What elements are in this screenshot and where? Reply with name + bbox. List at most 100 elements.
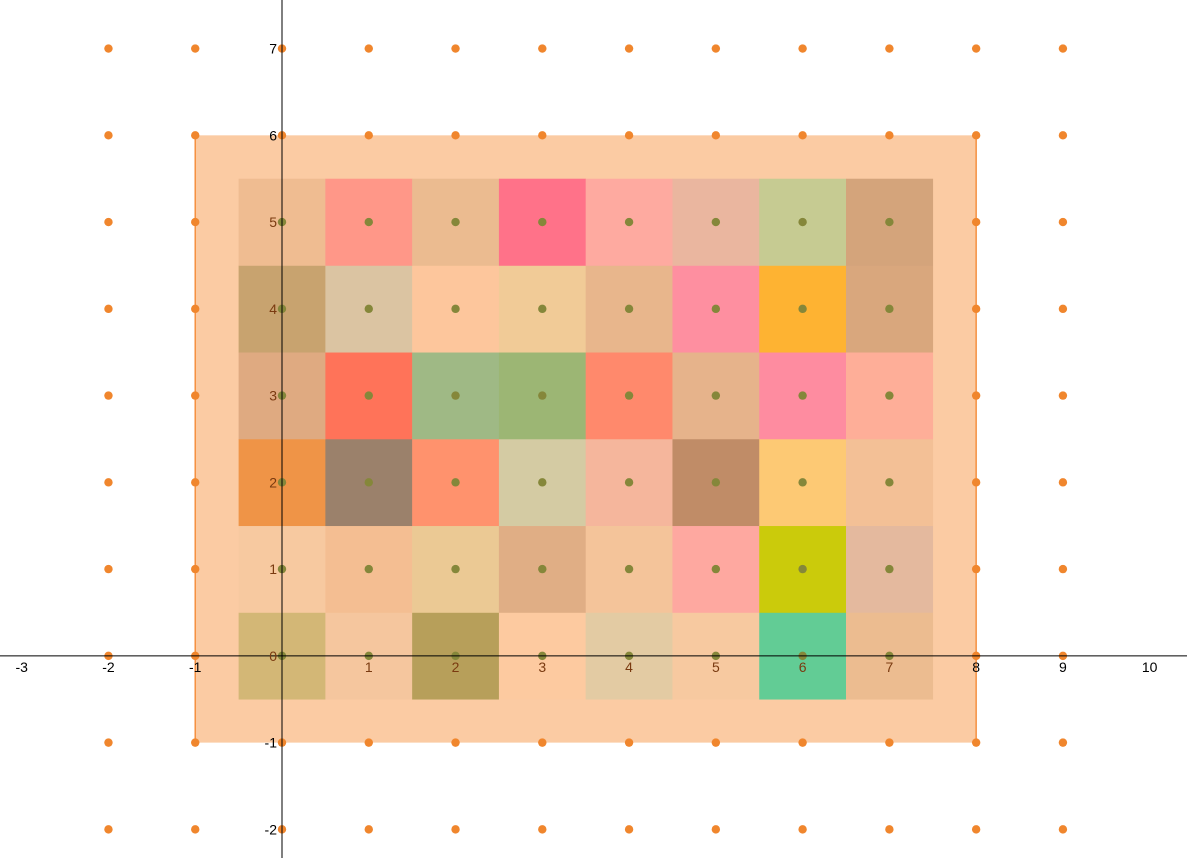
grid-point	[1058, 738, 1068, 747]
grid-point	[624, 825, 634, 834]
inner-point	[711, 478, 721, 487]
inner-point	[364, 564, 373, 574]
inner-point	[364, 217, 373, 227]
grid-point	[104, 738, 113, 747]
grid-point	[971, 391, 981, 400]
grid-point	[364, 131, 373, 140]
x-tick-label: 8	[972, 659, 980, 675]
x-tick-label: 10	[1142, 659, 1158, 675]
inner-point	[624, 391, 634, 400]
y-tick-label: 1	[269, 561, 277, 577]
inner-point	[885, 478, 894, 487]
grid-point	[624, 738, 634, 747]
x-tick-label: 6	[799, 659, 807, 675]
inner-point	[364, 391, 373, 400]
y-tick-label: 7	[269, 41, 277, 57]
grid-point	[1058, 564, 1068, 574]
grid-point	[1058, 304, 1068, 314]
y-tick-label: 3	[269, 388, 277, 404]
grid-point	[885, 44, 894, 53]
grid-point	[364, 44, 373, 53]
inner-point	[885, 564, 894, 574]
inner-point	[451, 391, 460, 400]
grid-point	[885, 738, 894, 747]
inner-point	[451, 304, 460, 314]
grid-point	[191, 825, 200, 834]
grid-point	[104, 391, 113, 400]
y-tick-label: -2	[265, 821, 278, 837]
x-tick-label: -1	[189, 659, 202, 675]
x-tick-label: 4	[625, 659, 633, 675]
grid-point	[104, 478, 113, 487]
grid-point	[798, 738, 807, 747]
inner-point	[451, 478, 460, 487]
grid-point	[451, 738, 460, 747]
grid-point	[971, 217, 981, 227]
grid-point	[191, 738, 200, 747]
inner-point	[885, 217, 894, 227]
inner-point	[451, 564, 460, 574]
grid-point	[1058, 217, 1068, 227]
inner-point	[624, 304, 634, 314]
inner-point	[885, 391, 894, 400]
y-tick-label: 2	[269, 474, 277, 490]
inner-point	[711, 304, 721, 314]
grid-point	[971, 564, 981, 574]
x-tick-label: -2	[102, 659, 115, 675]
grid-point	[364, 825, 373, 834]
inner-point	[798, 391, 807, 400]
grid-point	[538, 738, 547, 747]
grid-point	[104, 304, 113, 314]
grid-point	[1058, 478, 1068, 487]
grid-point	[711, 825, 721, 834]
inner-point	[885, 304, 894, 314]
inner-point	[798, 478, 807, 487]
grid-point	[104, 217, 113, 227]
x-tick-label: 2	[452, 659, 460, 675]
inner-point	[798, 304, 807, 314]
inner-point	[711, 564, 721, 574]
grid-point	[104, 825, 113, 834]
grid-point	[191, 217, 200, 227]
grid-point	[104, 564, 113, 574]
grid-point	[364, 738, 373, 747]
grid-point	[624, 44, 634, 53]
inner-point	[711, 391, 721, 400]
y-tick-label: 6	[269, 127, 277, 143]
x-tick-label: 5	[712, 659, 720, 675]
inner-point	[538, 391, 547, 400]
grid-point	[538, 44, 547, 53]
x-tick-label: 7	[885, 659, 893, 675]
y-tick-label: 4	[269, 301, 277, 317]
grid-point	[798, 131, 807, 140]
grid-point	[191, 131, 200, 140]
y-tick-label: 5	[269, 214, 277, 230]
inner-point	[624, 217, 634, 227]
grid-point	[451, 44, 460, 53]
grid-point	[711, 44, 721, 53]
y-tick-label: 0	[269, 648, 277, 664]
grid-point	[885, 131, 894, 140]
grid-point	[1058, 44, 1068, 53]
grid-point	[104, 131, 113, 140]
grid-point	[191, 304, 200, 314]
inner-point	[798, 217, 807, 227]
inner-point	[624, 564, 634, 574]
grid-point	[1058, 391, 1068, 400]
grid-point	[191, 478, 200, 487]
grid-point	[971, 825, 981, 834]
grid-point	[971, 44, 981, 53]
grid-point	[191, 391, 200, 400]
grid-point	[624, 131, 634, 140]
inner-point	[711, 217, 721, 227]
grid-point	[538, 131, 547, 140]
inner-point	[451, 217, 460, 227]
grid-point	[798, 44, 807, 53]
grid-point	[451, 825, 460, 834]
grid-point	[798, 825, 807, 834]
x-tick-label: -3	[15, 659, 28, 675]
x-tick-label: 1	[365, 659, 373, 675]
grid-point	[971, 738, 981, 747]
grid-point	[971, 478, 981, 487]
inner-point	[538, 217, 547, 227]
